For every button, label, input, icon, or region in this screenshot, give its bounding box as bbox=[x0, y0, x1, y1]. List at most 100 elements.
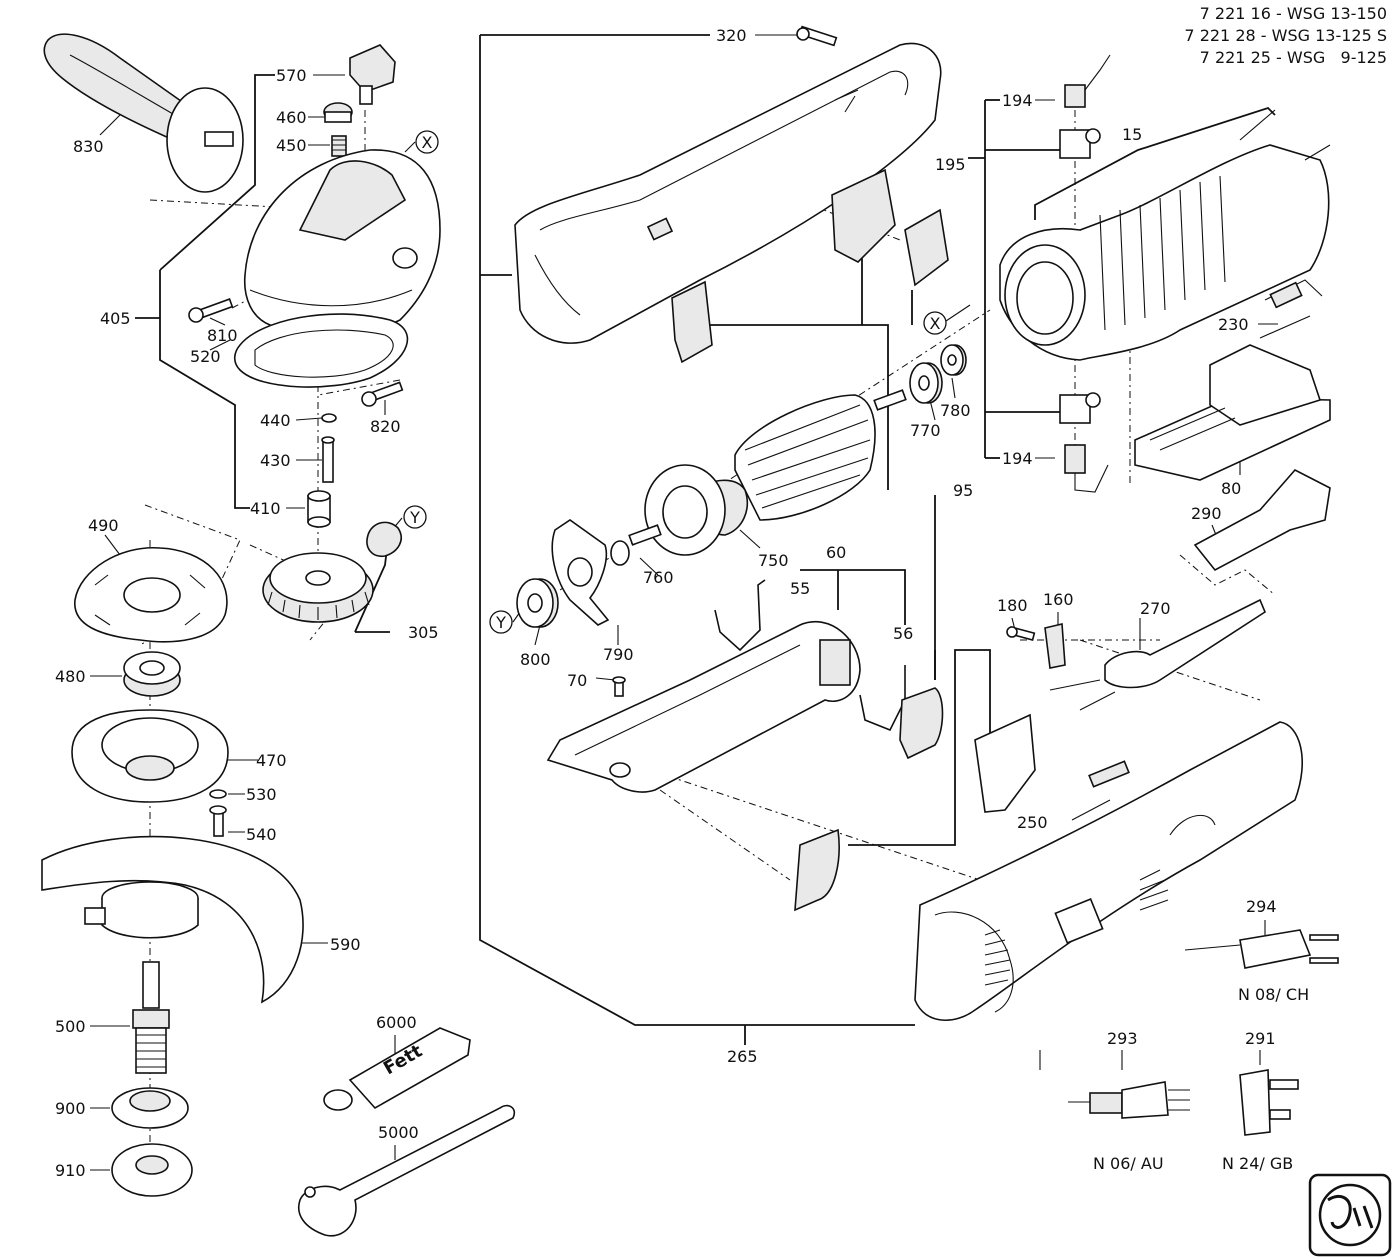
screw-180 bbox=[1006, 626, 1036, 641]
label-plug-gb: N 24/ GB bbox=[1222, 1154, 1293, 1173]
washer-530 bbox=[209, 789, 227, 799]
label-830: 830 bbox=[73, 137, 104, 156]
label-194-bottom: 194 bbox=[1002, 449, 1033, 468]
svg-text:X: X bbox=[422, 133, 433, 152]
label-590: 590 bbox=[330, 935, 361, 954]
cable-sleeve-290 bbox=[1193, 469, 1331, 572]
plate-490 bbox=[74, 547, 228, 643]
frame-60 bbox=[546, 620, 861, 793]
spanner-5000 bbox=[298, 1104, 516, 1237]
armature-750 bbox=[628, 389, 907, 556]
screw-820 bbox=[361, 381, 404, 407]
label-291: 291 bbox=[1245, 1029, 1276, 1048]
label-plug-ch: N 08/ CH bbox=[1238, 985, 1309, 1004]
label-820: 820 bbox=[370, 417, 401, 436]
label-294: 294 bbox=[1246, 897, 1277, 916]
model-line-3: 7 221 25 - WSG 9-125 bbox=[1199, 48, 1387, 67]
label-410: 410 bbox=[250, 499, 281, 518]
label-320: 320 bbox=[716, 26, 747, 45]
bracket-790 bbox=[551, 519, 610, 626]
ring-760 bbox=[610, 540, 630, 566]
clip-55 bbox=[714, 579, 766, 652]
label-540: 540 bbox=[246, 825, 277, 844]
label-770: 770 bbox=[910, 421, 941, 440]
label-460: 460 bbox=[276, 108, 307, 127]
lower-housing-265 bbox=[914, 721, 1303, 1021]
insert-95a bbox=[899, 687, 944, 760]
bearing-780 bbox=[940, 344, 967, 376]
label-95: 95 bbox=[953, 481, 973, 500]
bracket-lines bbox=[135, 34, 1276, 1045]
label-80: 80 bbox=[1221, 479, 1241, 498]
label-55: 55 bbox=[790, 579, 810, 598]
model-line-2: 7 221 28 - WSG 13-125 S bbox=[1184, 26, 1387, 45]
label-760: 760 bbox=[643, 568, 674, 587]
gasket-520 bbox=[233, 313, 409, 388]
insert-right bbox=[904, 208, 949, 287]
marker-y-1: Y bbox=[403, 505, 427, 529]
label-250: 250 bbox=[1017, 813, 1048, 832]
label-195: 195 bbox=[935, 155, 966, 174]
label-470: 470 bbox=[256, 751, 287, 770]
label-5000: 5000 bbox=[378, 1123, 419, 1142]
upper-housing-shell bbox=[514, 42, 942, 344]
insert-95b bbox=[974, 713, 1036, 813]
pinion-y bbox=[366, 521, 402, 558]
plug-293 bbox=[1068, 1081, 1190, 1119]
grease-tube-6000: Fett bbox=[323, 1027, 471, 1111]
svg-text:X: X bbox=[930, 314, 941, 333]
label-450: 450 bbox=[276, 136, 307, 155]
lever-570 bbox=[349, 44, 396, 105]
label-910: 910 bbox=[55, 1161, 86, 1180]
label-440: 440 bbox=[260, 411, 291, 430]
model-line-1: 7 221 16 - WSG 13-150 bbox=[1199, 4, 1387, 23]
brush-194-top bbox=[1059, 54, 1111, 159]
label-60: 60 bbox=[826, 543, 846, 562]
stator-15 bbox=[999, 109, 1331, 361]
brush-194-bottom bbox=[1059, 392, 1109, 493]
label-230: 230 bbox=[1218, 315, 1249, 334]
pin-430 bbox=[321, 436, 335, 483]
side-handle-830 bbox=[43, 33, 244, 193]
cable-270 bbox=[1049, 598, 1266, 711]
insert-left bbox=[671, 280, 713, 364]
screw-540 bbox=[209, 805, 227, 837]
plug-291 bbox=[1239, 1069, 1299, 1136]
label-430: 430 bbox=[260, 451, 291, 470]
bearing-480 bbox=[123, 651, 181, 697]
label-180: 180 bbox=[997, 596, 1028, 615]
label-15: 15 bbox=[1122, 125, 1142, 144]
label-290: 290 bbox=[1191, 504, 1222, 523]
nut-910 bbox=[111, 1143, 193, 1197]
screw-70 bbox=[612, 676, 626, 697]
label-405: 405 bbox=[100, 309, 131, 328]
bevel-gear-305 bbox=[262, 552, 374, 623]
label-plug-au: N 06/ AU bbox=[1093, 1154, 1164, 1173]
guard-590 bbox=[41, 835, 304, 1004]
label-265: 265 bbox=[727, 1047, 758, 1066]
cover-95c bbox=[794, 828, 840, 912]
screw-320 bbox=[796, 25, 838, 47]
label-520: 520 bbox=[190, 347, 221, 366]
label-810: 810 bbox=[207, 326, 238, 345]
marker-x-2: X bbox=[923, 311, 947, 335]
label-570: 570 bbox=[276, 66, 307, 85]
clamp-160 bbox=[1044, 623, 1066, 669]
label-194-top: 194 bbox=[1002, 91, 1033, 110]
svg-text:Y: Y bbox=[495, 613, 506, 632]
gear-housing-405 bbox=[243, 149, 441, 335]
label-270: 270 bbox=[1140, 599, 1171, 618]
insert-mid bbox=[831, 168, 896, 263]
label-490: 490 bbox=[88, 516, 119, 535]
spindle-500 bbox=[132, 961, 170, 1074]
fein-logo: fein bbox=[1308, 1173, 1392, 1257]
label-480: 480 bbox=[55, 667, 86, 686]
screw-810 bbox=[188, 298, 234, 323]
ring-440 bbox=[321, 413, 337, 423]
spring-230 bbox=[1259, 279, 1323, 339]
label-530: 530 bbox=[246, 785, 277, 804]
part-labels: 15 55 56 60 70 80 95 160 180 194 194 195… bbox=[55, 26, 1309, 1180]
cap-460 bbox=[323, 102, 353, 123]
